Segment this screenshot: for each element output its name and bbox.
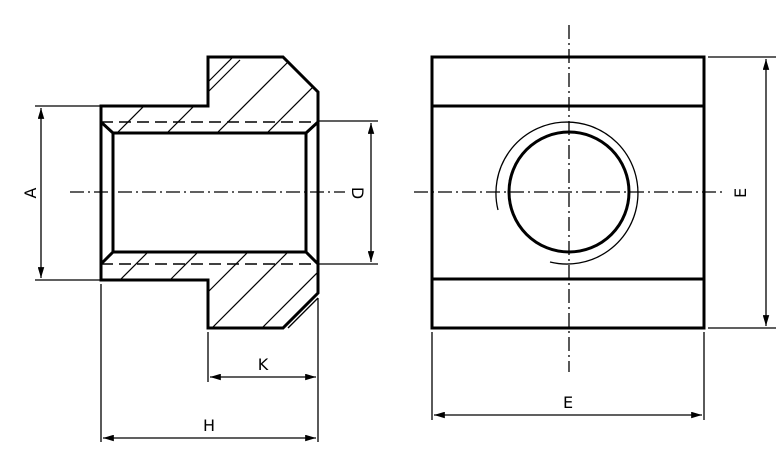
dimension-label-D: D [348, 187, 367, 199]
dimension-E-vertical: E [708, 56, 776, 329]
dimension-K: K [207, 298, 319, 442]
thread-arc [495, 121, 639, 265]
dimension-H: H [100, 284, 316, 442]
top-view: E E [414, 25, 776, 420]
section-side-view: A D K H [21, 55, 378, 442]
dimension-label-E-vertical: E [731, 188, 750, 198]
dimension-label-H: H [203, 416, 215, 435]
dimension-D: D [318, 120, 378, 265]
dimension-E-horizontal: E [431, 332, 705, 420]
dimension-label-A: A [21, 187, 40, 198]
dimension-label-K: K [258, 355, 269, 374]
dimension-label-E-horizontal: E [563, 393, 573, 412]
hatching-bottom [101, 252, 318, 328]
dimension-A: A [21, 105, 101, 281]
outer-outline [99, 55, 320, 330]
